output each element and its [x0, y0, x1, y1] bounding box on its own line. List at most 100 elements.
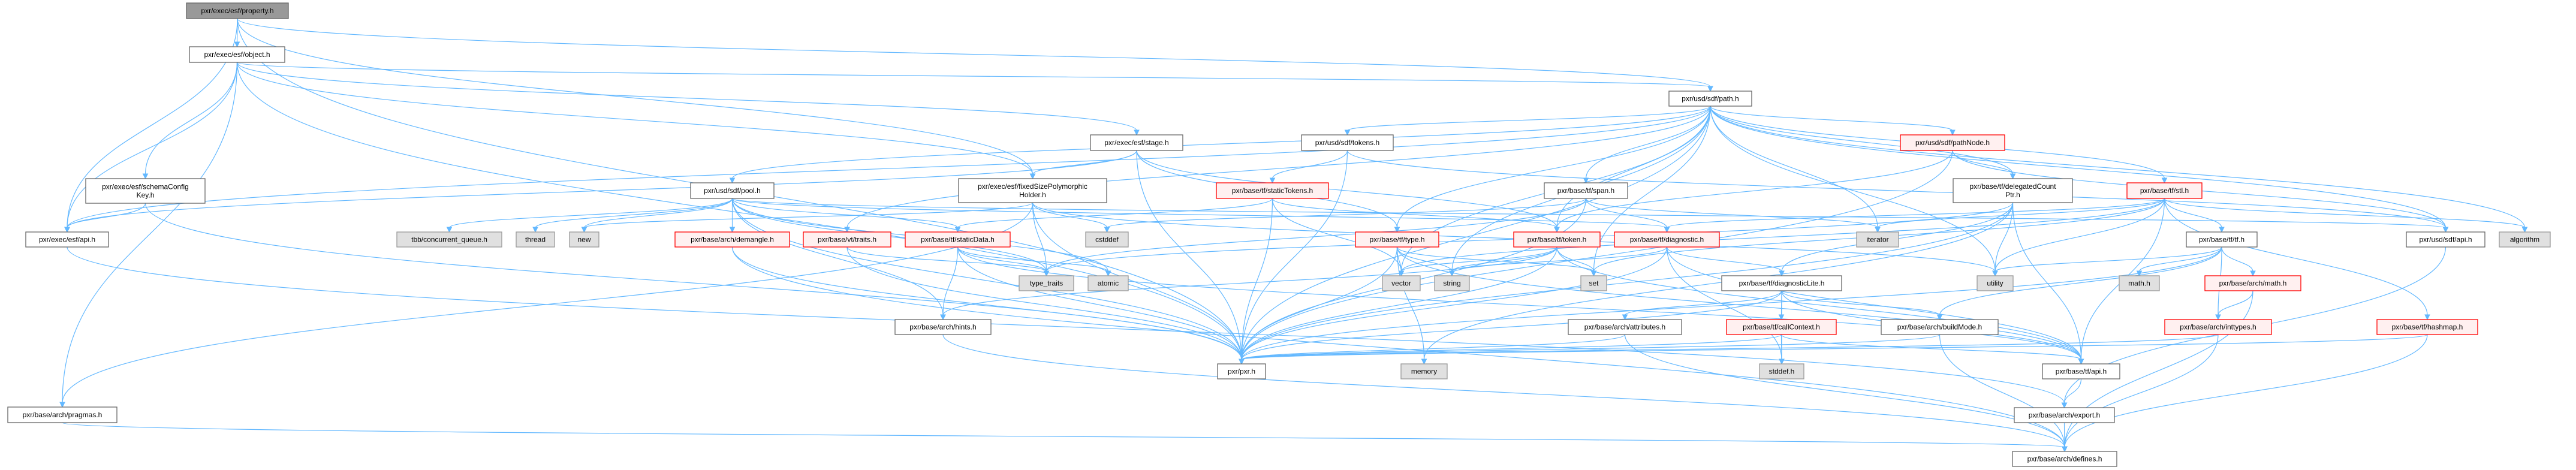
node-vector[interactable]: vector: [1382, 275, 1421, 291]
node-set[interactable]: set: [1580, 275, 1607, 291]
node-staticData[interactable]: pxr/base/tf/staticData.h: [905, 231, 1011, 248]
node-buildMode[interactable]: pxr/base/arch/buildMode.h: [1881, 319, 1999, 335]
node-string[interactable]: string: [1434, 275, 1470, 291]
node-tfApi[interactable]: pxr/base/tf/api.h: [2042, 363, 2120, 379]
node-mathh[interactable]: math.h: [2119, 275, 2160, 291]
node-box[interactable]: [1090, 134, 1183, 151]
node-hashmap[interactable]: pxr/base/tf/hashmap.h: [2376, 319, 2478, 335]
node-box[interactable]: [1085, 231, 1129, 248]
node-new[interactable]: new: [569, 231, 599, 248]
node-box[interactable]: [1668, 91, 1752, 107]
node-path[interactable]: pxr/usd/sdf/path.h: [1668, 91, 1752, 107]
node-span[interactable]: pxr/base/tf/span.h: [1544, 182, 1628, 199]
node-type[interactable]: pxr/base/tf/type.h: [1355, 231, 1439, 248]
node-box[interactable]: [1217, 363, 1266, 379]
node-box[interactable]: [1216, 182, 1329, 199]
node-pool[interactable]: pxr/usd/sdf/pool.h: [690, 182, 775, 199]
node-box[interactable]: [674, 231, 790, 248]
node-box[interactable]: [1087, 275, 1129, 291]
node-esfApi[interactable]: pxr/exec/esf/api.h: [25, 231, 109, 248]
node-demangle[interactable]: pxr/base/arch/demangle.h: [674, 231, 790, 248]
node-stage[interactable]: pxr/exec/esf/stage.h: [1090, 134, 1183, 151]
node-inttypes[interactable]: pxr/base/arch/inttypes.h: [2164, 319, 2272, 335]
node-box[interactable]: [516, 231, 555, 248]
node-vtTraits[interactable]: pxr/base/vt/traits.h: [803, 231, 891, 248]
node-box[interactable]: [1568, 319, 1682, 335]
node-box[interactable]: [25, 231, 109, 248]
node-callContext[interactable]: pxr/base/tf/callContext.h: [1726, 319, 1837, 335]
node-box[interactable]: [569, 231, 599, 248]
node-sdfApi[interactable]: pxr/usd/sdf/api.h: [2406, 231, 2485, 248]
node-box[interactable]: [958, 178, 1107, 203]
node-pragmas[interactable]: pxr/base/arch/pragmas.h: [7, 406, 117, 423]
node-diagnostic[interactable]: pxr/base/tf/diagnostic.h: [1614, 231, 1720, 248]
node-box[interactable]: [2204, 275, 2301, 291]
node-stl[interactable]: pxr/base/tf/stl.h: [2126, 182, 2203, 199]
node-algorithm[interactable]: algorithm: [2499, 231, 2551, 248]
node-staticTokens[interactable]: pxr/base/tf/staticTokens.h: [1216, 182, 1329, 199]
node-export[interactable]: pxr/base/arch/export.h: [2014, 407, 2115, 423]
node-thread[interactable]: thread: [516, 231, 555, 248]
node-archMath[interactable]: pxr/base/arch/math.h: [2204, 275, 2301, 291]
node-box[interactable]: [1301, 134, 1394, 151]
node-box[interactable]: [1953, 178, 2073, 203]
node-box[interactable]: [2119, 275, 2160, 291]
node-property[interactable]: pxr/exec/esf/property.h: [186, 2, 289, 19]
node-iterator[interactable]: iterator: [1856, 231, 1899, 248]
node-pathNode[interactable]: pxr/usd/sdf/pathNode.h: [1900, 134, 2005, 151]
node-box[interactable]: [905, 231, 1011, 248]
node-box[interactable]: [396, 231, 502, 248]
node-box[interactable]: [1355, 231, 1439, 248]
node-defines[interactable]: pxr/base/arch/defines.h: [2012, 451, 2117, 467]
node-box[interactable]: [690, 182, 775, 199]
node-atomic[interactable]: atomic: [1087, 275, 1129, 291]
node-typeTraits[interactable]: type_traits: [1019, 275, 1074, 291]
node-pxr[interactable]: pxr/pxr.h: [1217, 363, 1266, 379]
node-box[interactable]: [1900, 134, 2005, 151]
node-memory[interactable]: memory: [1400, 363, 1448, 379]
node-box[interactable]: [1721, 275, 1842, 291]
node-cstddef[interactable]: cstddef: [1085, 231, 1129, 248]
node-box[interactable]: [1977, 275, 2014, 291]
node-box[interactable]: [1019, 275, 1074, 291]
node-box[interactable]: [2186, 231, 2258, 248]
node-box[interactable]: [1434, 275, 1470, 291]
node-box[interactable]: [189, 46, 285, 63]
node-box[interactable]: [2164, 319, 2272, 335]
node-box[interactable]: [85, 178, 206, 204]
node-utility[interactable]: utility: [1977, 275, 2014, 291]
node-box[interactable]: [1881, 319, 1999, 335]
node-tbbQueue[interactable]: tbb/concurrent_queue.h: [396, 231, 502, 248]
node-box[interactable]: [1759, 363, 1804, 379]
node-box[interactable]: [2014, 407, 2115, 423]
node-box[interactable]: [1614, 231, 1720, 248]
node-stddef[interactable]: stddef.h: [1759, 363, 1804, 379]
node-hints[interactable]: pxr/base/arch/hints.h: [894, 319, 992, 335]
node-attributes[interactable]: pxr/base/arch/attributes.h: [1568, 319, 1682, 335]
node-box[interactable]: [1382, 275, 1421, 291]
node-box[interactable]: [2012, 451, 2117, 467]
node-fixedSize[interactable]: pxr/exec/esf/fixedSizePolymorphicHolder.…: [958, 178, 1107, 203]
node-object[interactable]: pxr/exec/esf/object.h: [189, 46, 285, 63]
node-tf[interactable]: pxr/base/tf/tf.h: [2186, 231, 2258, 248]
node-box[interactable]: [1580, 275, 1607, 291]
node-box[interactable]: [803, 231, 891, 248]
node-box[interactable]: [1856, 231, 1899, 248]
node-box[interactable]: [1726, 319, 1837, 335]
node-box[interactable]: [2499, 231, 2551, 248]
node-box[interactable]: [186, 2, 289, 19]
node-box[interactable]: [2042, 363, 2120, 379]
node-box[interactable]: [2376, 319, 2478, 335]
node-box[interactable]: [894, 319, 992, 335]
node-box[interactable]: [1544, 182, 1628, 199]
node-box[interactable]: [7, 406, 117, 423]
node-token[interactable]: pxr/base/tf/token.h: [1513, 231, 1601, 248]
node-sdfTokens[interactable]: pxr/usd/sdf/tokens.h: [1301, 134, 1394, 151]
node-box[interactable]: [1400, 363, 1448, 379]
node-diagnosticLite[interactable]: pxr/base/tf/diagnosticLite.h: [1721, 275, 1842, 291]
node-box[interactable]: [2126, 182, 2203, 199]
node-box[interactable]: [1513, 231, 1601, 248]
node-box[interactable]: [2406, 231, 2485, 248]
